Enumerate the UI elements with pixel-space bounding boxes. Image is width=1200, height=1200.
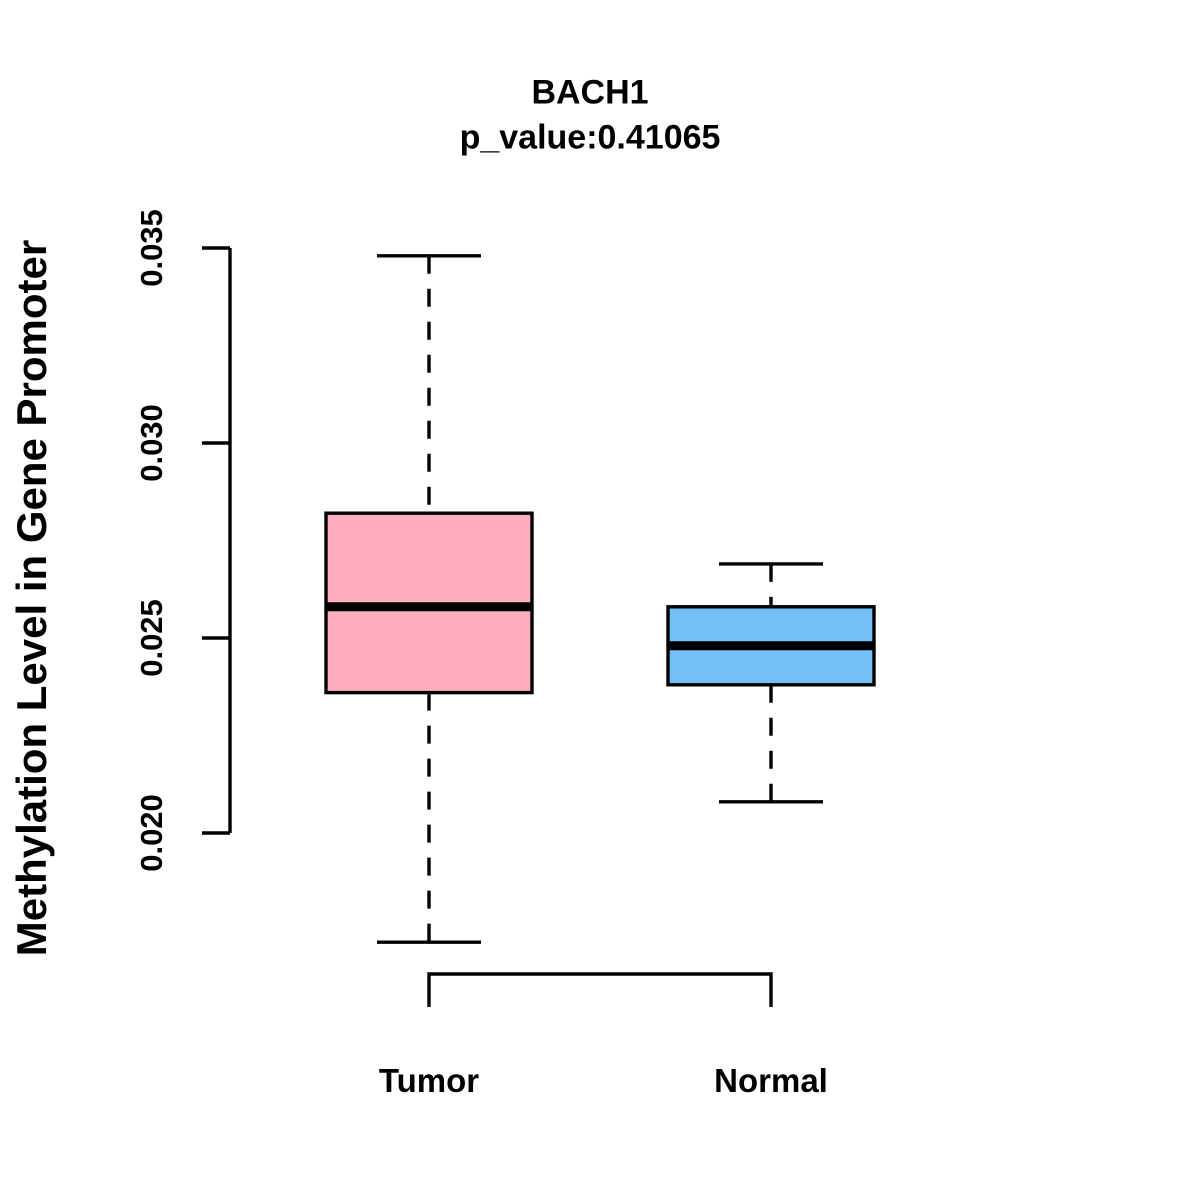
chart-subtitle: p_value:0.41065 <box>459 118 721 157</box>
y-tick-label-0030: 0.030 <box>134 404 169 482</box>
chart-title: BACH1 <box>531 73 649 112</box>
x-category-label-tumor: Tumor <box>378 1062 480 1099</box>
y-tick-label-0035: 0.035 <box>134 209 169 287</box>
x-axis-bracket <box>427 972 773 1007</box>
y-axis-title: Methylation Level in Gene Promoter <box>8 239 55 957</box>
y-tick-label-0020: 0.020 <box>134 794 169 872</box>
y-tick-label-0025: 0.025 <box>134 599 169 677</box>
x-category-label-normal: Normal <box>714 1062 828 1099</box>
